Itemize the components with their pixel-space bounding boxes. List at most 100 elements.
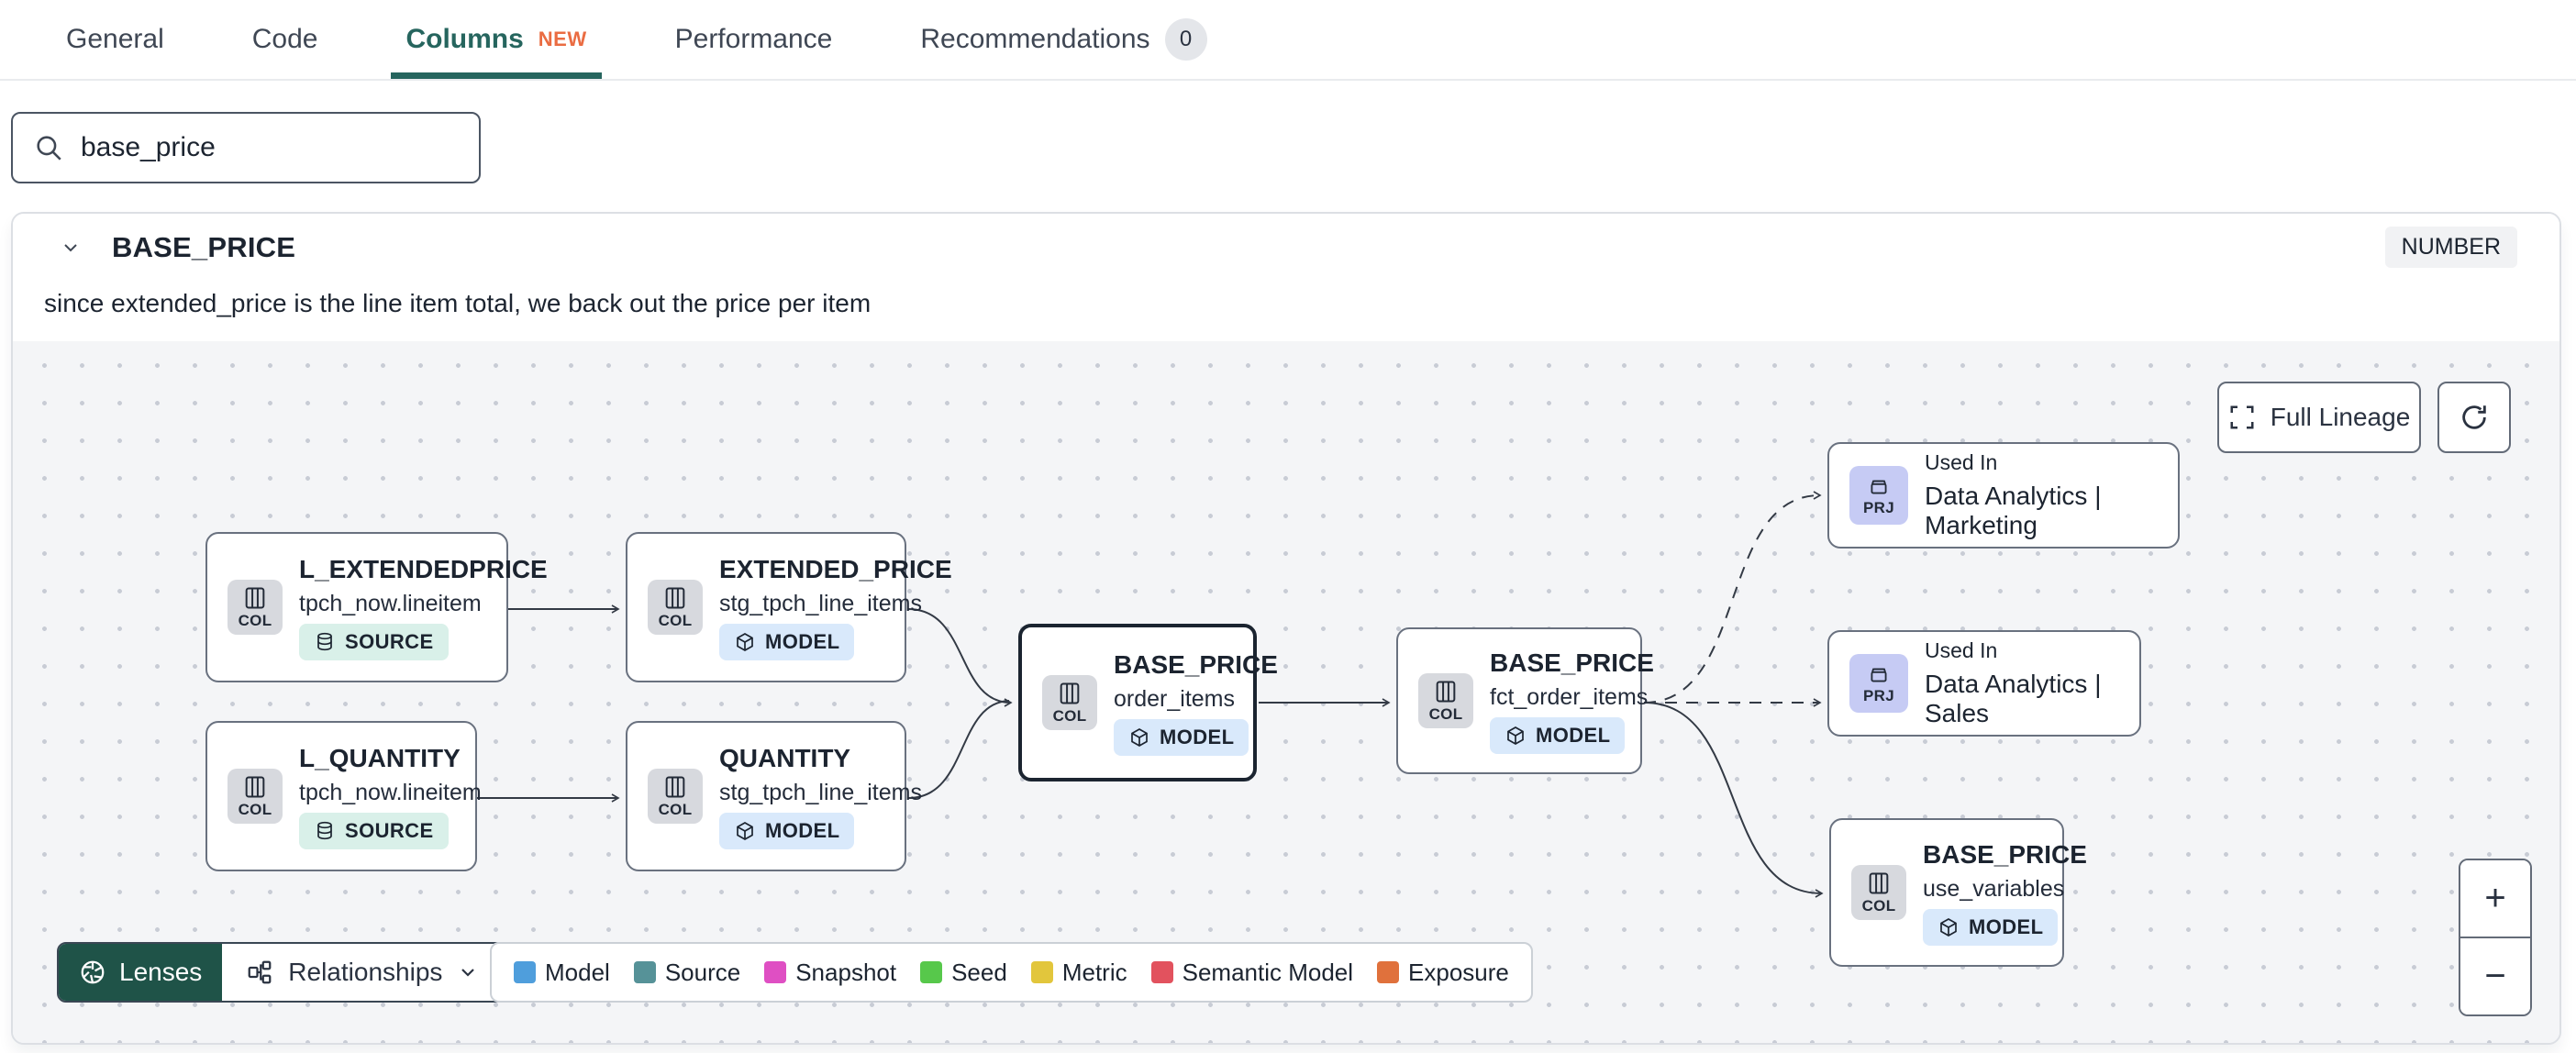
database-icon (317, 821, 332, 839)
columns-icon (245, 776, 265, 797)
lineage-node-quantity[interactable]: COL QUANTITY stg_tpch_line_items MODEL (626, 721, 922, 871)
used-in-project: Data Analytics | Sales (1925, 670, 2102, 727)
node-subtitle: use_variables (1923, 875, 2065, 902)
lineage-node-extended-price[interactable]: COL EXTENDED_PRICE stg_tpch_line_items M… (626, 532, 952, 682)
column-card: BASE_PRICE NUMBER since extended_price i… (11, 212, 2561, 1045)
column-description: since extended_price is the line item to… (44, 289, 872, 317)
fullscreen-icon (2230, 405, 2254, 429)
column-chip: COL (1418, 673, 1473, 728)
column-search (11, 112, 481, 183)
legend-item-model: Model (514, 959, 610, 987)
node-title: BASE_PRICE (1923, 839, 2087, 869)
new-badge: NEW (538, 28, 587, 50)
lineage-node-base-price-order-items[interactable]: COL BASE_PRICE order_items MODEL (1018, 624, 1278, 781)
legend-swatch (1150, 961, 1173, 983)
legend-item-seed: Seed (920, 959, 1007, 987)
node-title: QUANTITY (719, 743, 851, 772)
project-chip: PRJ (1849, 654, 1908, 713)
legend-item-exposure: Exposure (1377, 959, 1509, 987)
used-in-project: Data Analytics | Marketing (1925, 482, 2102, 539)
recommendations-count-badge: 0 (1164, 18, 1207, 61)
collapse-chevron-icon[interactable] (55, 232, 86, 263)
source-badge: SOURCE (299, 812, 449, 849)
tab-performance[interactable]: Performance (674, 24, 833, 54)
refresh-icon (2462, 405, 2486, 429)
column-chip: COL (648, 769, 703, 824)
node-title: EXTENDED_PRICE (719, 554, 952, 583)
legend-swatch (633, 961, 656, 983)
node-title: BASE_PRICE (1114, 649, 1278, 679)
full-lineage-button[interactable]: Full Lineage (2217, 382, 2421, 453)
legend-item-snapshot: Snapshot (764, 959, 896, 987)
column-card-header: BASE_PRICE NUMBER since extended_price i… (13, 214, 2559, 341)
lineage-legend: Model Source Snapshot Seed Metric Semant… (490, 942, 1533, 1003)
cube-icon (1131, 727, 1148, 747)
legend-swatch (920, 961, 943, 983)
node-subtitle: stg_tpch_line_items (719, 590, 922, 616)
columns-icon (1060, 682, 1080, 704)
relationships-icon (248, 960, 272, 984)
tab-general[interactable]: General (66, 24, 164, 54)
cube-icon (737, 632, 753, 651)
lineage-canvas[interactable]: COL L_EXTENDEDPRICE tpch_now.lineitem SO… (13, 341, 2559, 1043)
lenses-button[interactable]: Lenses (59, 944, 223, 1001)
used-in-label: Used In (1925, 638, 1998, 662)
zoom-controls: + − (2459, 859, 2532, 1016)
lineage-node-used-in-marketing[interactable]: PRJ Used In Data Analytics | Marketing (1827, 442, 2180, 549)
column-chip: COL (228, 580, 283, 635)
zoom-out-button[interactable]: − (2460, 938, 2530, 1014)
model-badge: MODEL (1114, 718, 1249, 756)
columns-icon (665, 587, 685, 608)
legend-swatch (1377, 961, 1400, 983)
cube-icon (737, 821, 753, 840)
column-chip: COL (1851, 865, 1906, 920)
node-title: BASE_PRICE (1490, 648, 1654, 677)
refresh-button[interactable] (2437, 382, 2511, 453)
model-badge: MODEL (1490, 716, 1626, 754)
tab-columns[interactable]: Columns NEW (391, 0, 602, 79)
tab-recommendations[interactable]: Recommendations 0 (920, 0, 1207, 79)
legend-swatch (764, 961, 787, 983)
used-in-label: Used In (1925, 450, 1998, 474)
relationships-dropdown[interactable]: Relationships (222, 944, 504, 1001)
search-input[interactable] (81, 132, 459, 163)
node-title: L_QUANTITY (299, 743, 461, 772)
tab-bar: General Code Columns NEW Performance Rec… (0, 0, 2576, 81)
columns-icon (1436, 681, 1456, 702)
columns-icon (665, 776, 685, 797)
database-icon (317, 632, 332, 650)
column-chip: COL (228, 769, 283, 824)
lenses-toolbar: Lenses Relationships (57, 942, 505, 1003)
source-badge: SOURCE (299, 623, 449, 660)
model-badge: MODEL (1923, 908, 2059, 946)
column-chip: COL (1042, 675, 1097, 730)
zoom-in-button[interactable]: + (2460, 860, 2530, 938)
lineage-node-base-price-use-variables[interactable]: COL BASE_PRICE use_variables MODEL (1829, 818, 2087, 967)
lineage-edges (477, 491, 1824, 898)
columns-icon (1869, 872, 1889, 893)
lineage-node-base-price-fct-order-items[interactable]: COL BASE_PRICE fct_order_items MODEL (1396, 627, 1654, 774)
project-chip: PRJ (1849, 466, 1908, 525)
node-title: L_EXTENDEDPRICE (299, 554, 548, 583)
aperture-icon (81, 960, 105, 984)
lineage-node-l-extendedprice[interactable]: COL L_EXTENDEDPRICE tpch_now.lineitem SO… (205, 532, 548, 682)
column-chip: COL (648, 580, 703, 635)
column-type-badge: NUMBER (2384, 227, 2517, 268)
lineage-node-l-quantity[interactable]: COL L_QUANTITY tpch_now.lineitem SOURCE (205, 721, 482, 871)
search-icon (37, 136, 61, 161)
column-name: BASE_PRICE (112, 230, 296, 263)
legend-item-metric: Metric (1030, 959, 1127, 987)
chevron-down-icon (461, 969, 475, 977)
columns-icon (245, 587, 265, 608)
legend-item-semantic-model: Semantic Model (1150, 959, 1353, 987)
legend-item-source: Source (633, 959, 740, 987)
model-badge: MODEL (719, 623, 855, 660)
lineage-node-used-in-sales[interactable]: PRJ Used In Data Analytics | Sales (1827, 630, 2141, 737)
node-subtitle: fct_order_items (1490, 683, 1649, 710)
archive-icon (1871, 480, 1887, 494)
node-subtitle: tpch_now.lineitem (299, 590, 482, 616)
tab-code[interactable]: Code (251, 24, 318, 54)
legend-swatch (1030, 961, 1053, 983)
cube-icon (1940, 917, 1957, 937)
